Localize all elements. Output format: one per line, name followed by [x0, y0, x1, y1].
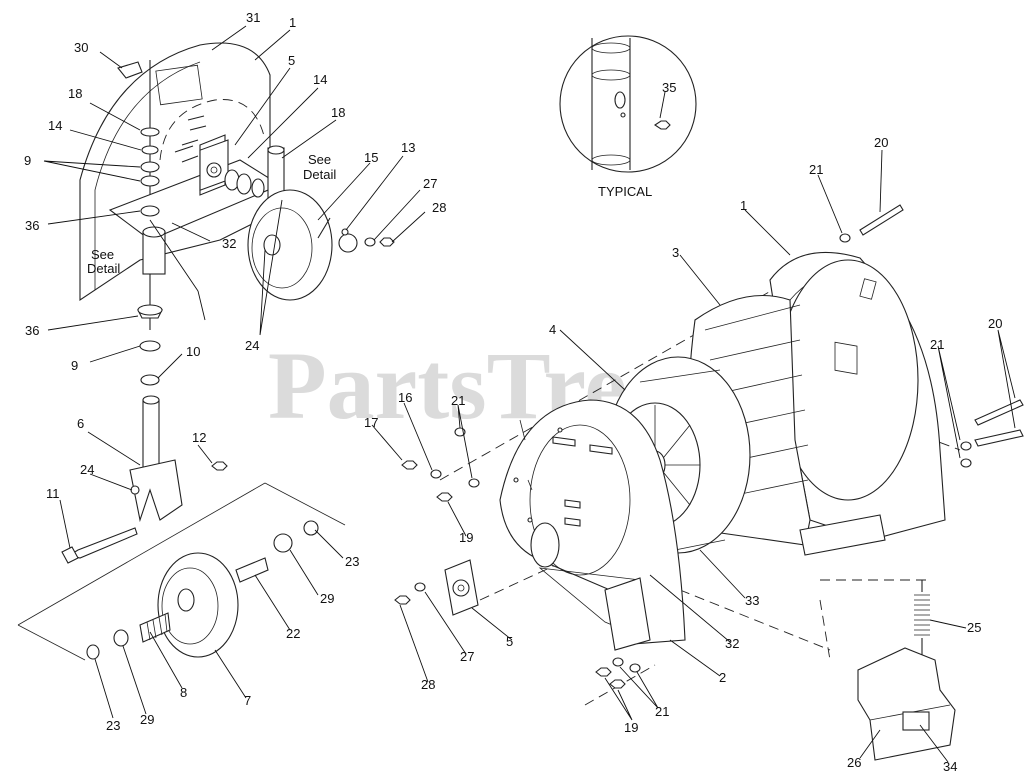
wheel-explode-frame [17, 482, 346, 661]
spring-25 [914, 580, 930, 655]
callout-23: 23 [345, 554, 359, 569]
callout-11: 11 [46, 486, 60, 501]
callout-14: 14 [313, 72, 327, 87]
bearing-flange-right [444, 559, 479, 616]
roller-bearing-8 [139, 612, 171, 643]
callout-14: 14 [48, 118, 62, 133]
callout-25: 25 [967, 620, 981, 635]
hardware-bottom [595, 657, 641, 689]
see-detail-top-line1: See [308, 152, 331, 167]
callout-36: 36 [25, 323, 39, 338]
caster-fork [129, 395, 183, 523]
callout-21: 21 [451, 393, 465, 408]
notes: TYPICAL See Detail See Detail [87, 152, 652, 276]
callout-21: 21 [930, 337, 944, 352]
callout-3: 3 [672, 245, 679, 260]
bolts-right [839, 204, 1024, 468]
callout-18: 18 [68, 86, 82, 101]
callout-18: 18 [331, 105, 345, 120]
nut-12 [211, 461, 228, 471]
bolt-set-top [174, 115, 207, 163]
callout-19: 19 [459, 530, 473, 545]
callout-28: 28 [432, 200, 446, 215]
callout-30: 30 [74, 40, 88, 55]
callout-1: 1 [740, 198, 747, 213]
callout-13: 13 [401, 140, 415, 155]
callout-1: 1 [289, 15, 296, 30]
washer-stack-upper [140, 127, 160, 217]
callout-7: 7 [244, 693, 251, 708]
callout-9: 9 [71, 358, 78, 373]
callout-10: 10 [186, 344, 200, 359]
callout-17: 17 [364, 415, 378, 430]
housing-front-2 [499, 399, 686, 651]
see-detail-top-line2: Detail [303, 167, 336, 182]
callout-28: 28 [421, 677, 435, 692]
deflector-26 [857, 647, 956, 761]
callout-8: 8 [180, 685, 187, 700]
callout-20: 20 [988, 316, 1002, 331]
callout-4: 4 [549, 322, 556, 337]
knob-30 [117, 61, 143, 79]
bolt-11 [61, 527, 138, 564]
callout-35: 35 [662, 80, 676, 95]
bearing-flange-top [199, 139, 265, 198]
callout-6: 6 [77, 416, 84, 431]
callout-32: 32 [222, 236, 236, 251]
hardware-27-28 [394, 582, 426, 605]
callout-21: 21 [655, 704, 669, 719]
assembly-dashed-lines [439, 279, 961, 706]
typical-label: TYPICAL [598, 184, 652, 199]
callout-19: 19 [624, 720, 638, 735]
callout-26: 26 [847, 755, 861, 770]
washer-23-lower [86, 644, 100, 660]
spacer-29-upper [273, 533, 293, 553]
callout-12: 12 [192, 430, 206, 445]
hardware-front-left [401, 427, 480, 502]
see-detail-left-line1: See [91, 247, 114, 262]
washer-stack-lower [137, 304, 163, 386]
callout-33: 33 [745, 593, 759, 608]
callout-29: 29 [140, 712, 154, 727]
callout-29: 29 [320, 591, 334, 606]
callout-21: 21 [809, 162, 823, 177]
callout-24: 24 [80, 462, 94, 477]
callout-22: 22 [286, 626, 300, 641]
callout-36: 36 [25, 218, 39, 233]
housing-right [769, 251, 946, 541]
spacer-29-lower [113, 629, 129, 647]
callout-32: 32 [725, 636, 739, 651]
wheel-assembled [247, 189, 333, 301]
callout-23: 23 [106, 718, 120, 733]
typical-detail [559, 35, 697, 173]
wheel-7 [157, 552, 239, 658]
callout-labels: 30 31 1 5 14 18 18 14 9 36 32 15 13 27 2… [24, 10, 1002, 774]
callout-24: 24 [245, 338, 259, 353]
callout-5: 5 [288, 53, 295, 68]
axle-end-hardware [317, 217, 395, 253]
callout-20: 20 [874, 135, 888, 150]
callout-2: 2 [719, 670, 726, 685]
callout-31: 31 [246, 10, 260, 25]
washer-23-upper [303, 520, 319, 536]
callout-9: 9 [24, 153, 31, 168]
axle-22 [235, 557, 269, 583]
see-detail-left-line2: Detail [87, 261, 120, 276]
callout-34: 34 [943, 759, 957, 774]
callout-5: 5 [506, 634, 513, 649]
callout-27: 27 [423, 176, 437, 191]
callout-16: 16 [398, 390, 412, 405]
callout-27: 27 [460, 649, 474, 664]
leader-lines [43, 25, 1016, 763]
callout-15: 15 [364, 150, 378, 165]
studs-front [552, 436, 613, 527]
